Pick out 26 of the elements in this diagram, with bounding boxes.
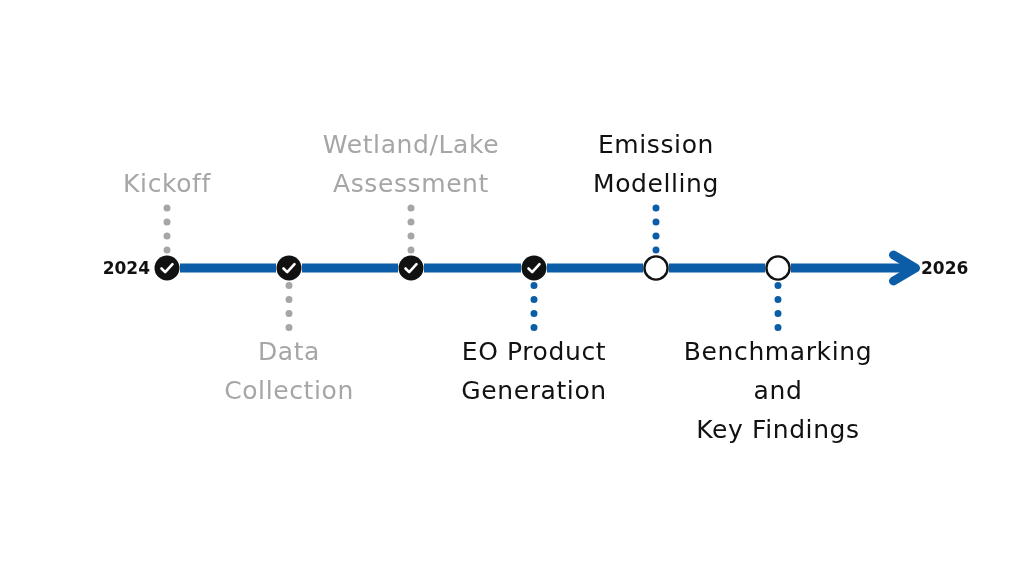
milestone-label: Wetland/Lake Assessment <box>322 125 500 203</box>
check-circle-icon <box>521 255 547 281</box>
timeline-line <box>547 263 643 273</box>
hollow-circle-icon <box>643 255 669 281</box>
milestone-label: Data Collection <box>224 332 354 410</box>
timeline-arrow <box>791 250 920 286</box>
hollow-circle-icon <box>765 255 791 281</box>
dotted-leader-line <box>285 281 293 332</box>
milestone-label: EO Product Generation <box>461 332 607 410</box>
timeline-line <box>424 263 521 273</box>
dotted-leader-line <box>652 203 660 255</box>
dotted-leader-line <box>774 281 782 332</box>
dotted-leader-line <box>407 203 415 255</box>
timeline-line <box>669 263 765 273</box>
timeline-line <box>302 263 398 273</box>
dotted-leader-line <box>530 281 538 332</box>
year-label: 2024 <box>102 258 150 278</box>
timeline-line <box>180 263 276 273</box>
dotted-leader-line <box>163 203 171 255</box>
check-circle-icon <box>398 255 424 281</box>
milestone-label: Kickoff <box>123 164 211 203</box>
milestone-label: Benchmarking and Key Findings <box>683 332 873 449</box>
milestone-label: Emission Modelling <box>592 125 720 203</box>
check-circle-icon <box>154 255 180 281</box>
year-label: 2026 <box>921 258 969 278</box>
check-circle-icon <box>276 255 302 281</box>
